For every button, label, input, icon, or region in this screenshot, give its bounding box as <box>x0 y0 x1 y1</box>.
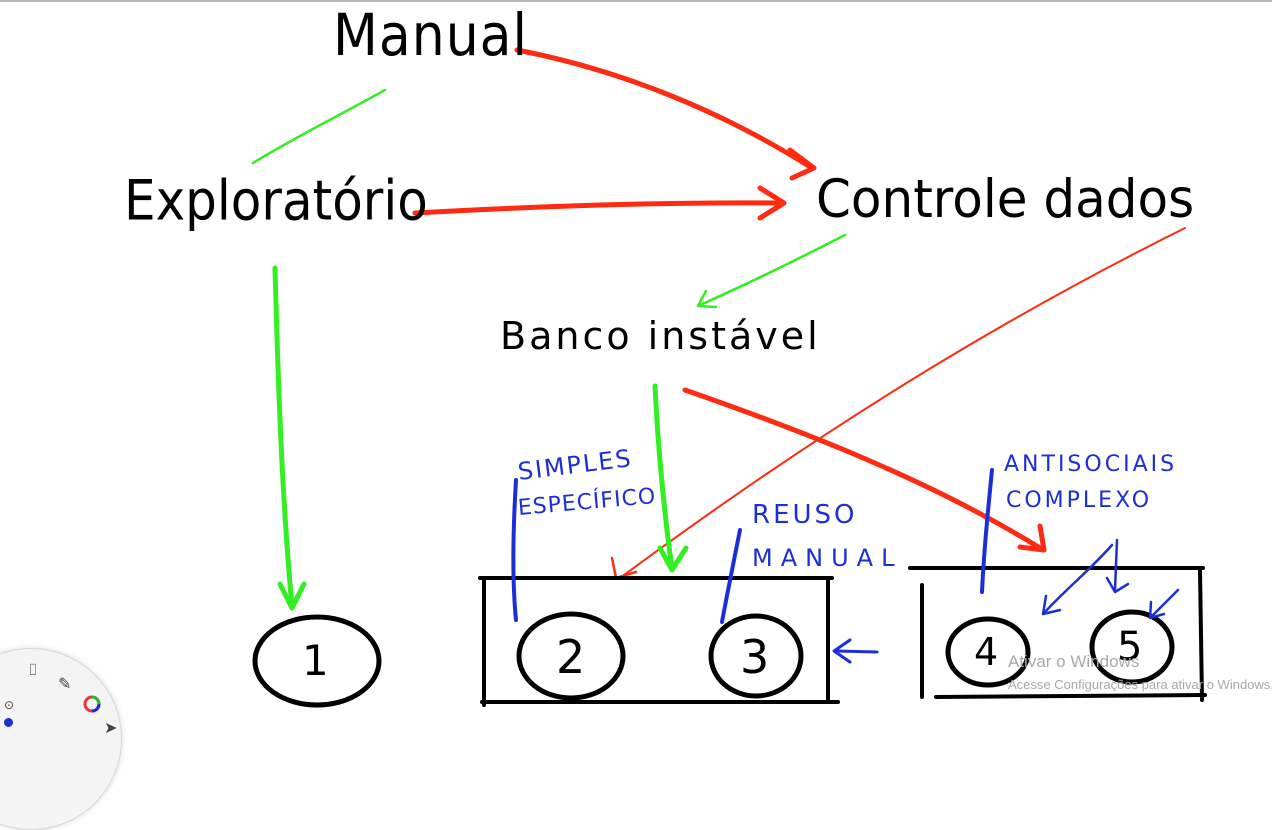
arrow-banco-to-group2 <box>682 387 1043 551</box>
blue-bar-simples <box>511 478 518 622</box>
select-icon[interactable]: ➤ <box>104 718 118 737</box>
arrowhead-banco-to-group1 <box>657 545 689 573</box>
node-5-label: 5 <box>1117 624 1144 670</box>
node-manual: Manual <box>333 2 528 70</box>
circle-node-1 <box>252 614 382 708</box>
blue-arrow-to-5a <box>1113 538 1119 592</box>
arrow-manual-to-controle <box>514 47 815 171</box>
activation-watermark-title: Ativar o Windows <box>1008 652 1140 671</box>
blue-dot-icon[interactable] <box>4 718 13 727</box>
annotation-reuso: REUSO <box>752 500 858 530</box>
color-wheel-icon[interactable] <box>82 694 102 718</box>
node-1-label: 1 <box>302 636 330 685</box>
arrow-controle-to-banco <box>698 233 847 307</box>
blue-arrowhead-to-5a <box>1105 576 1130 594</box>
lock-icon[interactable]: ⊙ <box>4 698 15 712</box>
circle-node-4 <box>945 616 1031 688</box>
arrowhead-manual-to-controle <box>787 147 817 181</box>
blue-arrowhead-to-5b <box>1148 600 1166 620</box>
annotation-antisociais: ANTISOCIAIS <box>1004 452 1178 477</box>
node-2-label: 2 <box>556 630 587 684</box>
blue-bar-antisociais <box>980 468 994 594</box>
diagram-drawing <box>251 47 1207 708</box>
top-border <box>0 0 1272 2</box>
circle-node-3 <box>708 613 804 699</box>
line-manual-to-exploratorio <box>251 88 387 165</box>
blue-arrow-group2-to-group1 <box>834 649 879 654</box>
blue-arrow-to-5b <box>1150 588 1180 618</box>
annotation-manual: MANUAL <box>752 544 903 572</box>
arrow-exploratorio-to-1 <box>272 265 295 609</box>
arrowhead-exploratorio-to-controle <box>757 185 787 221</box>
node-exploratorio: Exploratório <box>124 169 428 233</box>
node-4-label: 4 <box>974 630 1000 674</box>
blue-arrow-to-4 <box>1043 543 1114 614</box>
node-banco-instavel: Banco instável <box>500 314 821 358</box>
arrow-exploratorio-to-controle <box>412 200 783 216</box>
activation-watermark-subtitle: Acesse Configurações para ativar o Windo… <box>1008 677 1272 692</box>
arrow-controle-to-group1 <box>619 227 1186 579</box>
circle-node-2 <box>516 611 626 701</box>
annotation-complexo: COMPLEXO <box>1006 488 1153 513</box>
box-group-2-3 <box>478 576 840 707</box>
node-controle-dados: Controle dados <box>816 168 1195 230</box>
blue-arrowhead-group2-to-group1 <box>832 638 852 664</box>
arrow-banco-to-group1 <box>652 383 675 571</box>
box-group-4-5 <box>908 566 1207 702</box>
arrowhead-controle-to-banco <box>696 289 718 309</box>
node-3-label: 3 <box>740 630 771 684</box>
arrowhead-banco-to-group2 <box>1017 523 1047 553</box>
circle-node-5 <box>1089 609 1175 685</box>
blue-arrowhead-to-4 <box>1041 594 1062 616</box>
blue-bar-reuso <box>720 528 742 624</box>
pen-icon[interactable]: ✎ <box>58 674 72 693</box>
eraser-icon[interactable]: ⌷ <box>28 660 38 679</box>
arrowhead-exploratorio-to-1 <box>277 581 307 611</box>
